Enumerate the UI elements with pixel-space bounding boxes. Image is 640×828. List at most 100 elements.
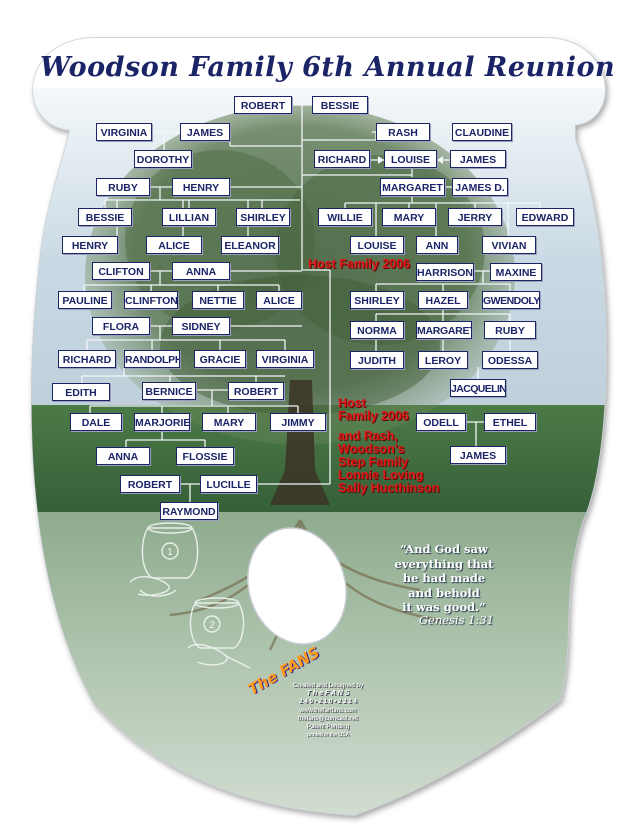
person-mary: MARY (382, 208, 436, 226)
person-vivian: VIVIAN (482, 236, 536, 254)
step-number-2: 2 (209, 620, 215, 631)
host-line-1: Host (338, 396, 366, 410)
person-maxine: MAXINE (490, 263, 542, 281)
person-robert-2: ROBERT (228, 382, 284, 400)
person-virginia-2: VIRGINIA (256, 350, 314, 368)
quote-line-4: and behold (408, 585, 480, 600)
credit-line-4: www.thefanfans.com (299, 706, 357, 714)
person-shirley-2: SHIRLEY (350, 291, 404, 309)
person-randolph: RANDOLPH (124, 350, 180, 368)
person-flossie: FLOSSIE (176, 447, 234, 465)
person-edith: EDITH (52, 383, 110, 401)
person-clifton: CLIFTON (92, 262, 150, 280)
step-number-1: 1 (167, 547, 173, 558)
person-clinfton: CLINFTON (124, 291, 178, 309)
person-robert-3: ROBERT (120, 475, 180, 493)
person-mary-2: MARY (202, 413, 256, 431)
person-gracie: GRACIE (194, 350, 246, 368)
credit-line-3: 2 4 0 • 2 1 0 • 2 2 1 4 (299, 698, 357, 706)
person-edward: EDWARD (516, 208, 574, 226)
person-odell: ODELL (416, 413, 466, 431)
person-anna-2: ANNA (96, 447, 150, 465)
person-ann: ANN (416, 236, 458, 254)
person-ethel: ETHEL (484, 413, 536, 431)
host-family-label-1: Host Family 2006 (308, 257, 411, 271)
person-richard: RICHARD (314, 150, 370, 168)
person-margaret: MARGARET (380, 178, 445, 196)
credit-line-5: thefans@comcast.net (298, 714, 358, 722)
host-line-3: and Rash, (338, 429, 398, 443)
person-rash: RASH (376, 123, 430, 141)
hand-pouring-jar-icon (129, 522, 199, 597)
person-harrison: HARRISON (416, 263, 474, 281)
person-james-3: JAMES (450, 446, 506, 464)
person-richard-2: RICHARD (58, 350, 116, 368)
person-sidney: SIDNEY (172, 317, 230, 335)
person-james-2: JAMES (450, 150, 506, 168)
person-leroy: LEROY (418, 351, 468, 369)
person-norma: NORMA (350, 321, 404, 339)
person-raymond: RAYMOND (160, 502, 218, 520)
person-bernice: BERNICE (142, 382, 196, 400)
person-hazel: HAZEL (418, 291, 468, 309)
host-line-7: Sally Hucthinson (338, 481, 440, 495)
hand-holding-jar-icon (187, 597, 251, 669)
person-margaret-2: MARGARET (416, 321, 472, 339)
person-willie: WILLIE (318, 208, 372, 226)
person-jimmy: JIMMY (270, 413, 326, 431)
person-alice-2: ALICE (256, 291, 302, 309)
person-alice: ALICE (146, 236, 202, 254)
quote-line-5: it was good.” (402, 600, 486, 614)
quote-line-2: everything that (394, 556, 494, 571)
host-line-5: Step Family (338, 455, 409, 469)
host-line-4: Woodson's (338, 442, 405, 456)
person-louise: LOUISE (384, 150, 437, 168)
host-family-label-2: Host Family 2006 and Rash, Woodson's Ste… (338, 397, 439, 495)
person-virginia: VIRGINIA (96, 123, 152, 141)
person-dale: DALE (70, 413, 122, 431)
family-tree-connectors (81, 104, 541, 502)
arrow-icons (378, 156, 443, 164)
person-dorothy: DOROTHY (134, 150, 192, 168)
host-line-2: Family 2006 (338, 409, 409, 423)
credit-line-6: Patent Pending (306, 723, 350, 731)
person-judith: JUDITH (350, 351, 404, 369)
page-title: Woodson Family 6th Annual Reunion (40, 52, 616, 83)
person-jerry: JERRY (448, 208, 502, 226)
quote-line-3: he had made (402, 571, 486, 585)
person-jacqueline: JACQUELINE (450, 379, 506, 397)
person-marjorie: MARJORIE (134, 413, 190, 431)
scripture-quote: “And God saw everything that he had made… (376, 542, 512, 615)
tree-trunk (270, 380, 330, 505)
person-louise-2: LOUISE (350, 236, 404, 254)
person-lucille: LUCILLE (200, 475, 257, 493)
person-ruby-2: RUBY (484, 321, 536, 339)
person-henry-2: HENRY (62, 236, 118, 254)
person-nettie: NETTIE (192, 291, 244, 309)
credit-line-7: printed in the USA (306, 732, 350, 739)
person-gwendolyn: GWENDOLYN (482, 291, 540, 309)
person-flora: FLORA (92, 317, 150, 335)
person-james: JAMES (180, 123, 230, 141)
scripture-reference: Genesis 1:31 (418, 613, 494, 627)
host-line-6: Lonnie Loving (338, 468, 424, 482)
credit-line-1: Created and Designed by (292, 682, 364, 689)
person-henry: HENRY (172, 178, 230, 196)
person-pauline: PAULINE (58, 291, 112, 309)
person-bessie: BESSIE (312, 96, 368, 114)
person-shirley: SHIRLEY (236, 208, 290, 226)
person-eleanor: ELEANOR (221, 236, 279, 254)
person-james-d: JAMES D. (452, 178, 508, 196)
person-claudine: CLAUDINE (452, 123, 512, 141)
person-ruby: RUBY (96, 178, 150, 196)
person-bessie-2: BESSIE (78, 208, 132, 226)
quote-line-1: “And God saw (400, 542, 488, 556)
credit-line-2: T h e F A N S (306, 690, 350, 698)
hand-hole (247, 527, 347, 645)
person-robert: ROBERT (234, 96, 292, 114)
person-anna: ANNA (172, 262, 230, 280)
person-odessa: ODESSA (482, 351, 538, 369)
person-lillian: LILLIAN (162, 208, 216, 226)
